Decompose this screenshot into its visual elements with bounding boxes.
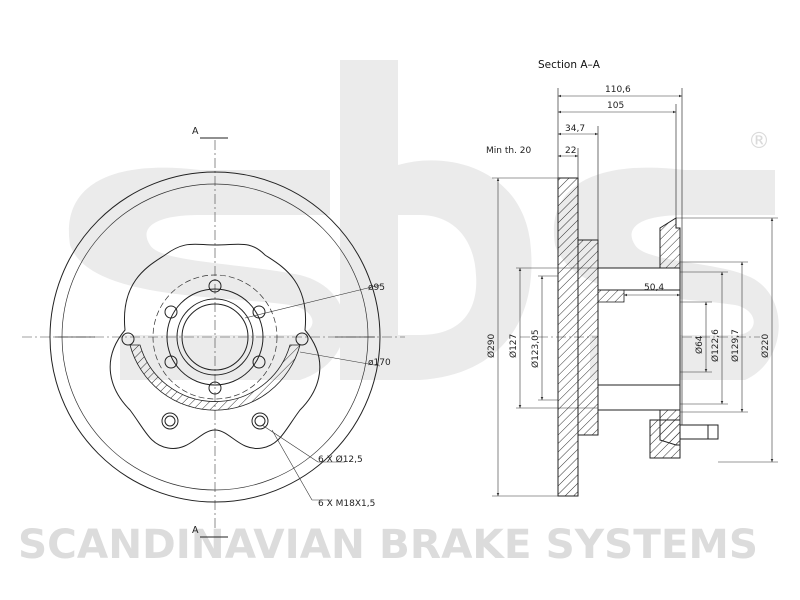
holes-small-label: 6 X Ø12,5 [318,454,363,465]
dia-122: Ø122,6 [710,329,721,362]
dia-127: Ø127 [508,334,519,358]
front-view: A A [22,126,405,538]
dia-123: Ø123,05 [530,329,541,368]
dim-height: 105 [607,101,624,111]
dim-hub-depth: 50,4 [644,283,664,293]
section-view: Section A–A 110,6 105 34,7 Min th. 20 22 [486,59,778,497]
registered-mark: ® [748,129,770,154]
cut-label-bottom: A [192,525,199,536]
dim-pcd: ø95 [368,283,385,293]
cut-label-top: A [192,126,199,137]
dim-thickness: 22 [565,146,576,156]
section-title: Section A–A [538,59,601,71]
brand-tagline: SCANDINAVIAN BRAKE SYSTEMS [18,522,758,568]
dia-outer: Ø290 [486,333,497,358]
min-thickness-label: Min th. 20 [486,146,532,156]
dia-220: Ø220 [760,333,771,358]
dia-64: Ø64 [694,335,705,354]
dim-total-height: 110,6 [605,85,631,95]
dim-hat: 34,7 [565,124,585,134]
dia-129: Ø129,7 [730,329,741,362]
dim-center-diameter: ø170 [368,358,391,368]
holes-threaded-label: 6 X M18X1,5 [318,499,375,509]
